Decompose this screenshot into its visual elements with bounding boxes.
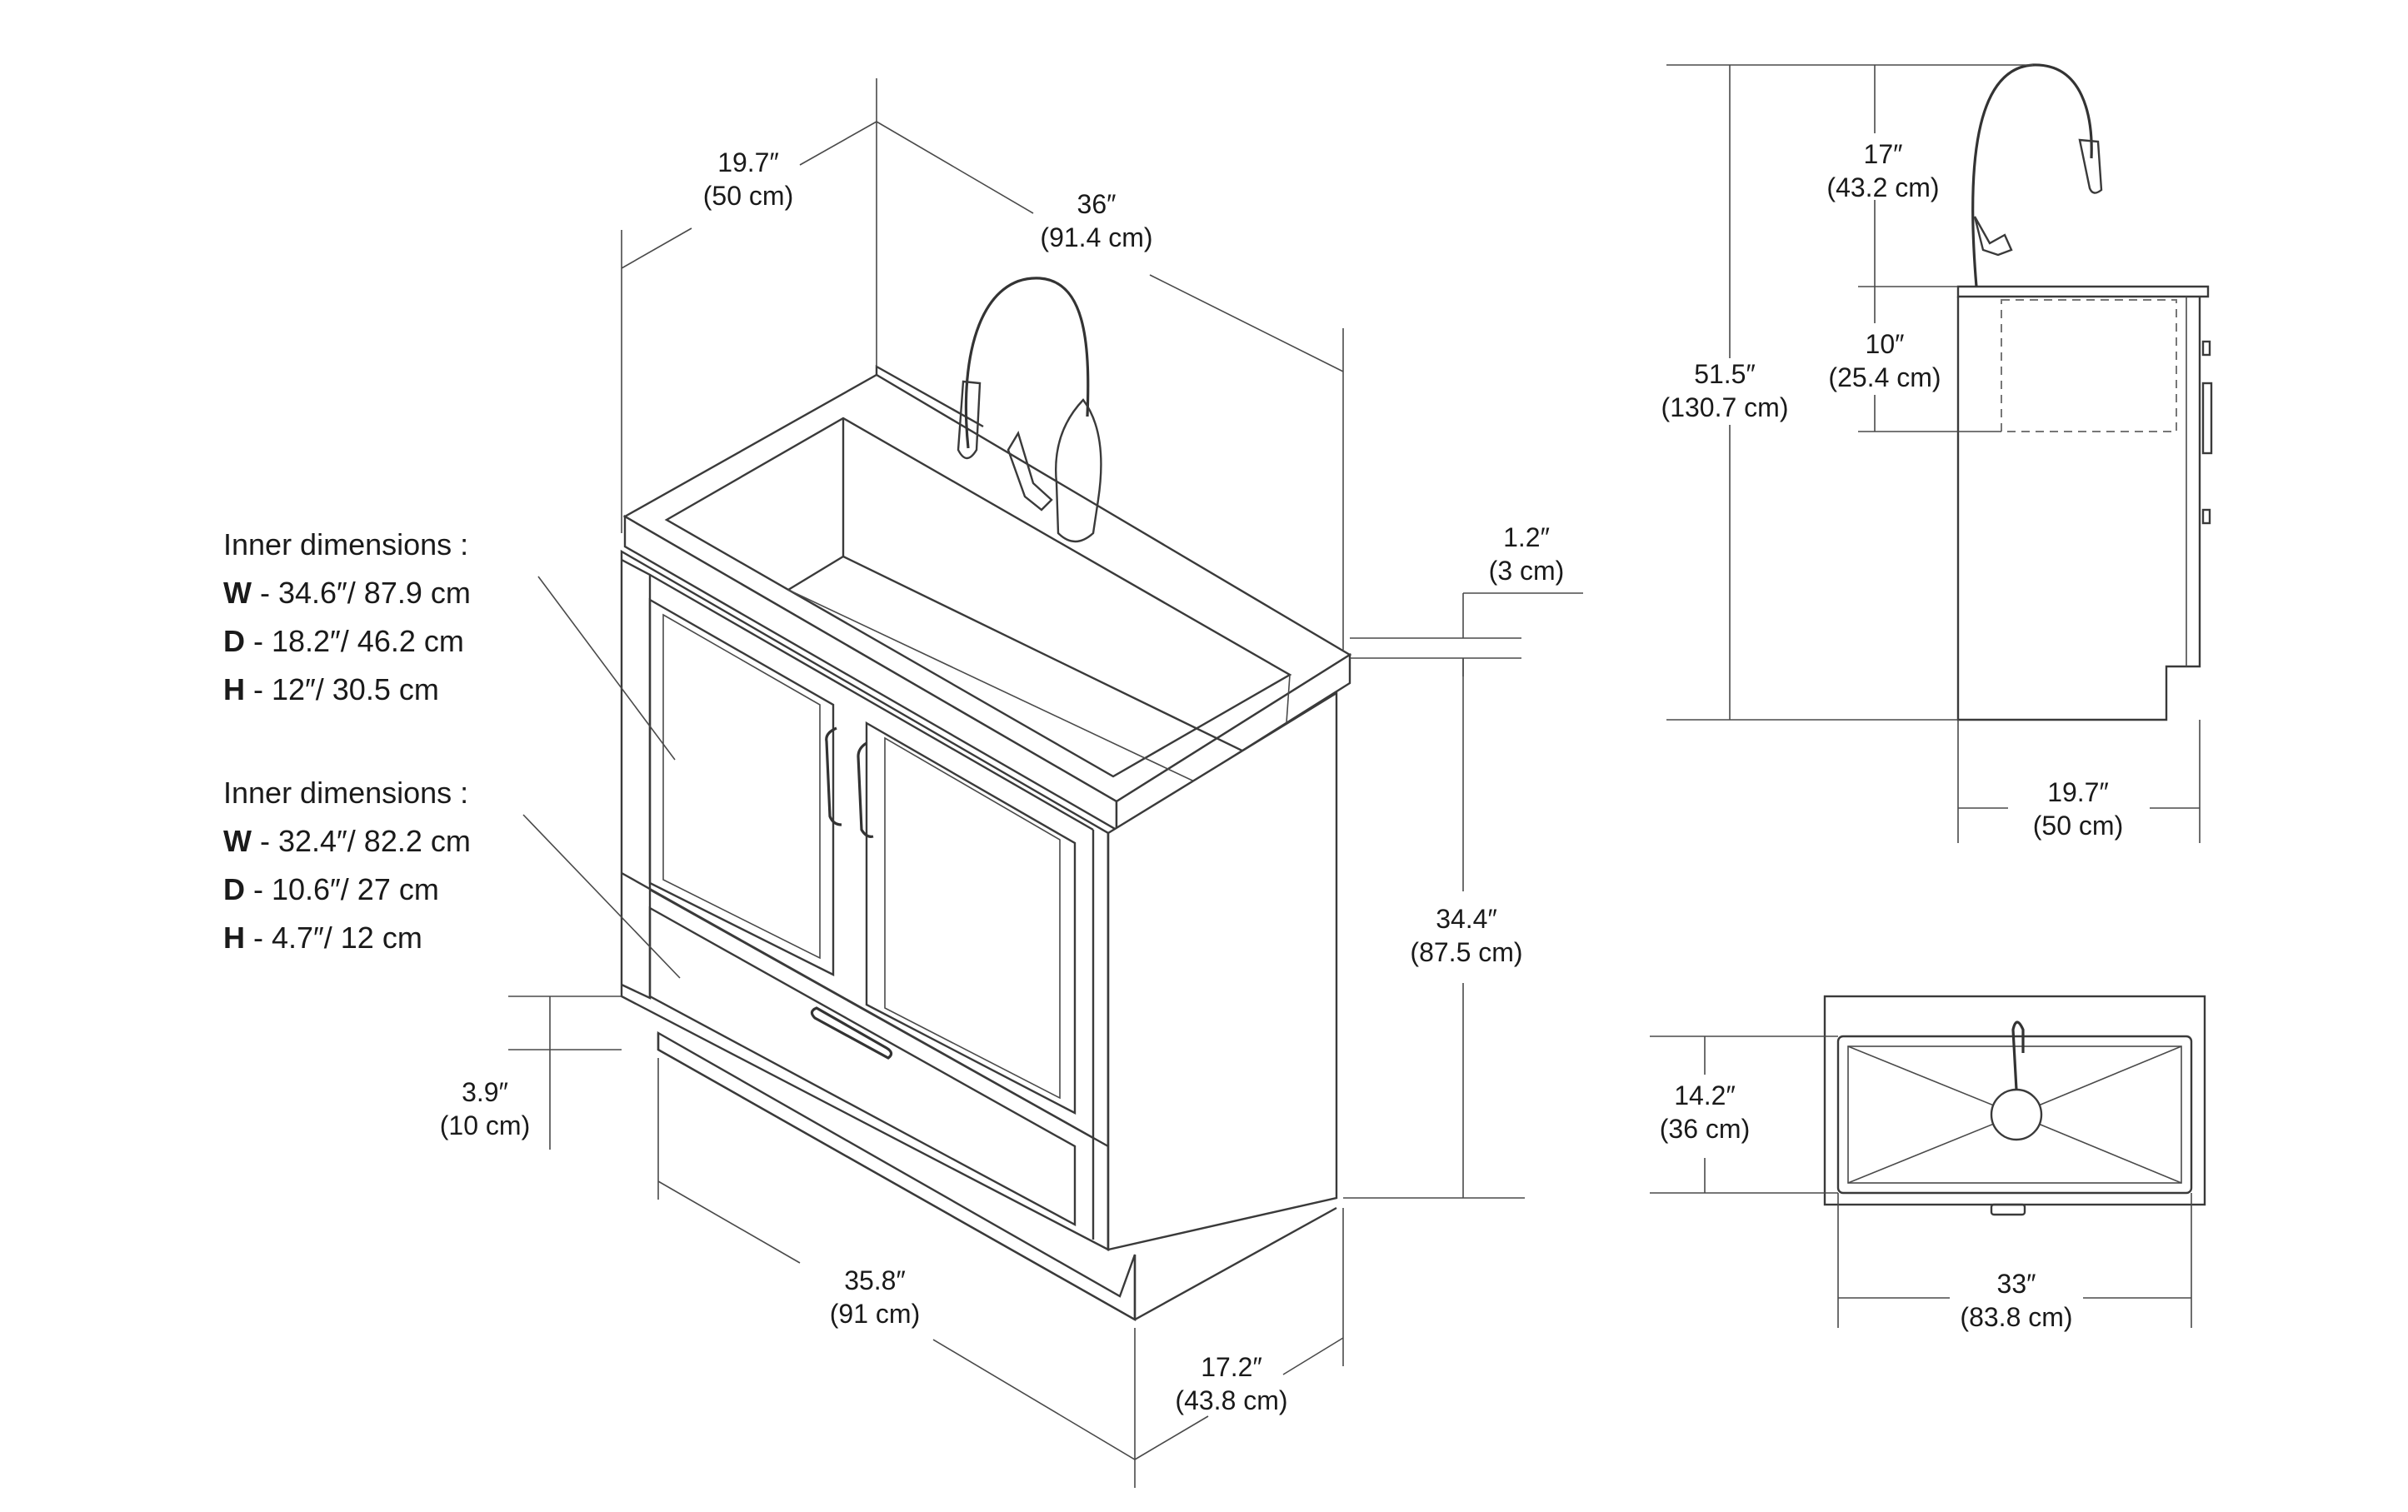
top-depth-inch: 14.2″ (1674, 1080, 1736, 1110)
right-door (865, 721, 1077, 1115)
left-door (648, 597, 835, 976)
faucet-icon (2011, 1020, 2025, 1090)
drawer-handle (810, 1006, 893, 1060)
counter-thickness-cm: (3 cm) (1489, 556, 1565, 586)
depth-top-cm: (50 cm) (703, 181, 793, 211)
side-view (1666, 63, 2213, 843)
door-handle (825, 726, 842, 826)
total-height-cm: (130.7 cm) (1661, 392, 1789, 422)
faucet-height-cm: (43.2 cm) (1826, 172, 1939, 202)
basin-depth-inch: 10″ (1866, 329, 1905, 359)
iso-dimension-lines (508, 78, 1583, 1488)
inner-cabinet-row: D - 18.2″/ 46.2 cm (223, 624, 464, 658)
inner-cabinet-heading: Inner dimensions : (223, 527, 468, 561)
inner-dimensions-cabinet: Inner dimensions : W - 34.6″/ 87.9 cm D … (223, 527, 471, 706)
basin-depth-cm: (25.4 cm) (1828, 362, 1941, 392)
side-depth-cm: (50 cm) (2033, 811, 2123, 841)
depth-top-inch: 19.7″ (717, 147, 779, 177)
top-depth-cm: (36 cm) (1660, 1114, 1750, 1144)
width-top-cm: (91.4 cm) (1040, 222, 1152, 252)
counter-thickness-inch: 1.2″ (1503, 522, 1550, 552)
base-depth-cm: (43.8 cm) (1175, 1385, 1287, 1415)
inner-cabinet-row: W - 34.6″/ 87.9 cm (223, 576, 471, 610)
inner-drawer-row: D - 10.6″/ 27 cm (223, 872, 439, 906)
inner-drawer-heading: Inner dimensions : (223, 776, 468, 810)
inner-cabinet-row: H - 12″/ 30.5 cm (223, 672, 439, 706)
inner-drawer-row: W - 32.4″/ 82.2 cm (223, 824, 471, 858)
isometric-cabinet (620, 277, 1352, 1322)
inner-dimensions-drawer: Inner dimensions : W - 32.4″/ 82.2 cm D … (223, 776, 471, 955)
drain-icon (1990, 1088, 2043, 1141)
top-width-cm: (83.8 cm) (1960, 1302, 2072, 1332)
total-height-inch: 51.5″ (1694, 359, 1756, 389)
countertop-side (1115, 652, 1351, 832)
side-depth-inch: 19.7″ (2047, 777, 2109, 807)
base-depth-inch: 17.2″ (1201, 1352, 1262, 1382)
faucet-icon (957, 277, 1102, 543)
toe-kick-inch: 3.9″ (462, 1077, 508, 1107)
base-width-cm: (91 cm) (830, 1299, 920, 1329)
faucet-height-inch: 17″ (1864, 139, 1903, 169)
top-view (1650, 995, 2206, 1328)
faucet-icon (1971, 63, 2103, 287)
dimension-labels: 19.7″ (50 cm) 36″ (91.4 cm) 1.2″ (3 cm) … (440, 139, 2123, 1415)
width-top-inch: 36″ (1077, 189, 1117, 219)
cabinet-height-cm: (87.5 cm) (1410, 937, 1522, 967)
base-width-inch: 35.8″ (844, 1265, 906, 1295)
drawer-front (648, 906, 1077, 1227)
inner-drawer-row: H - 4.7″/ 12 cm (223, 921, 422, 955)
door-handle (857, 741, 874, 838)
top-width-inch: 33″ (1997, 1269, 2036, 1299)
cabinet-height-inch: 34.4″ (1436, 904, 1497, 934)
toe-kick-cm: (10 cm) (440, 1110, 530, 1140)
